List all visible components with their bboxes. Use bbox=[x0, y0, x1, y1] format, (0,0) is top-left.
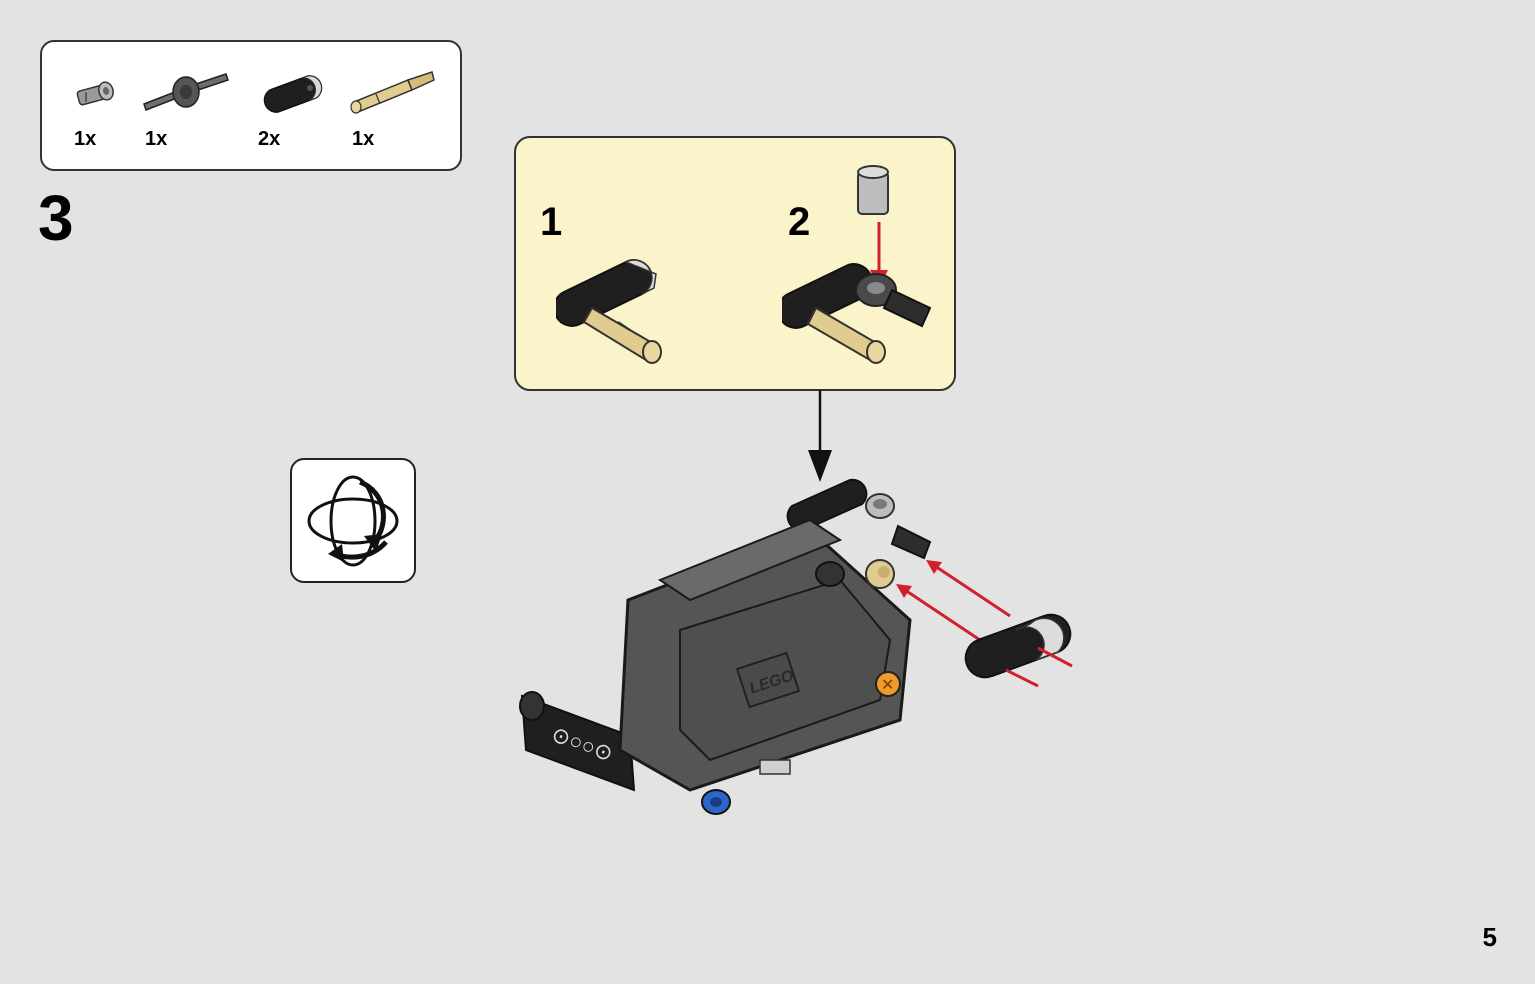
main-model-illustration: ⊙○○⊙ LEGO ✕ bbox=[519, 478, 1073, 815]
part-quantity: 2x bbox=[258, 128, 281, 150]
svg-text:✕: ✕ bbox=[881, 677, 894, 694]
substep-number: 1 bbox=[540, 200, 563, 244]
part-quantity: 1x bbox=[352, 128, 375, 150]
substep-2-illustration bbox=[782, 165, 932, 364]
page-number: 5 bbox=[1482, 922, 1497, 952]
substep-number: 2 bbox=[788, 200, 811, 244]
down-arrow-icon bbox=[808, 390, 832, 482]
parts-list-panel: 1x 1x 2x 1x bbox=[40, 40, 462, 171]
part-quantity: 1x bbox=[74, 128, 97, 150]
rotate-model-icon bbox=[307, 475, 399, 567]
substep-callout: 1 2 bbox=[514, 136, 956, 391]
substep-1-illustration bbox=[556, 259, 662, 364]
axle-connector-icon bbox=[142, 68, 232, 118]
axle-pin-tan-icon bbox=[348, 68, 438, 118]
pin-with-bush-icon bbox=[72, 68, 122, 118]
step-number: 3 bbox=[38, 182, 74, 254]
beam-2-module-icon bbox=[256, 68, 326, 118]
rotate-indicator bbox=[290, 458, 416, 583]
part-quantity: 1x bbox=[145, 128, 168, 150]
